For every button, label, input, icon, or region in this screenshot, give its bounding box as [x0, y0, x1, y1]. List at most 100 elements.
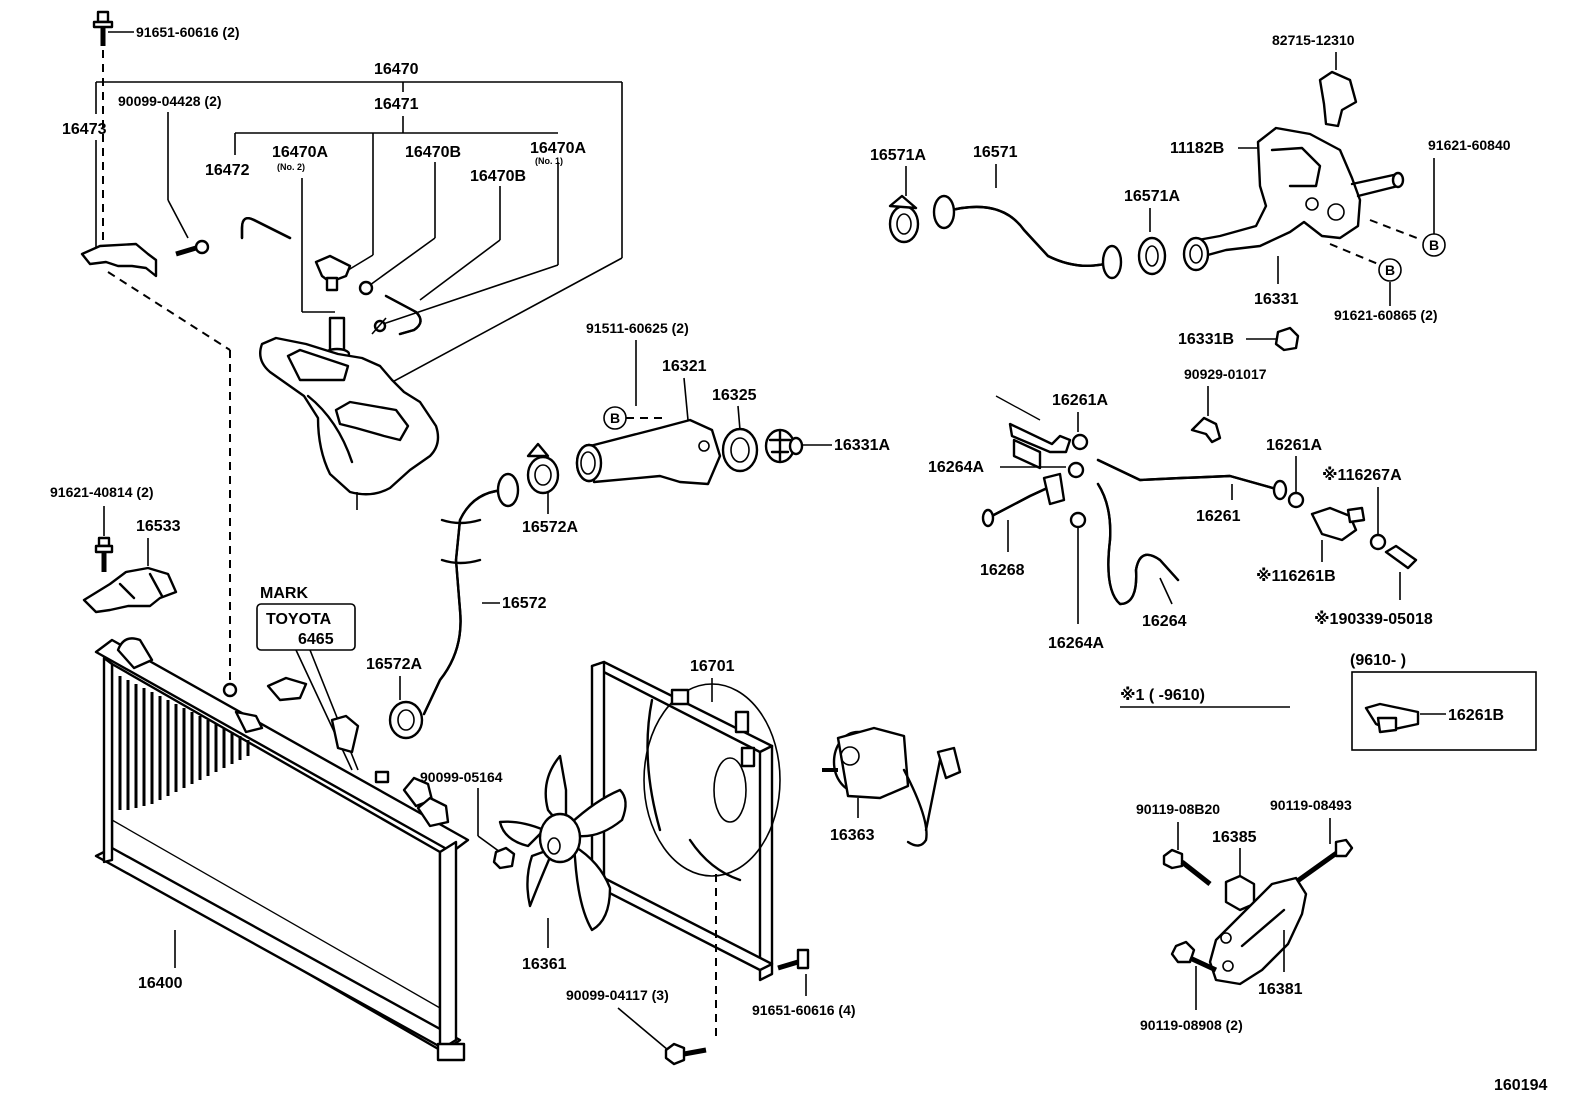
bracket-16533	[82, 566, 178, 614]
clip-16261A-a	[1071, 433, 1089, 451]
label-16264: 16264	[1142, 613, 1187, 630]
gasket-16325	[721, 427, 759, 473]
label-91651-60616-bottom: 91651-60616 (4)	[752, 1002, 856, 1018]
radiator-16400	[94, 637, 470, 1062]
inset-box	[1351, 671, 1537, 751]
label-16261B: 16261B	[1448, 707, 1504, 724]
hose-190339	[1384, 544, 1418, 570]
clip-16264A-a	[1067, 461, 1085, 479]
ref-B-center: B	[610, 410, 620, 426]
label-91511-60625: 91511-60625 (2)	[586, 320, 689, 336]
clip-16470A-no1	[371, 317, 387, 335]
bolt-91651-60616-bottom	[777, 948, 810, 971]
label-116267A: ※116267A	[1322, 466, 1402, 484]
clamp-16571A-a	[888, 194, 920, 244]
label-16470A-no1: 16470A	[530, 140, 586, 157]
label-inset-title: (9610- )	[1350, 652, 1406, 669]
label-11182B: 11182B	[1170, 140, 1224, 157]
ref-B-circle-right1	[1422, 233, 1446, 257]
bracket-16473	[80, 242, 158, 278]
plug-16331B	[1274, 326, 1300, 352]
ref-B-circle-right2	[1378, 258, 1402, 282]
ring-16470B-a	[358, 280, 374, 296]
label-no1: (No. 1)	[535, 156, 563, 166]
radiator-core-grille	[118, 676, 250, 810]
label-16470: 16470	[374, 61, 419, 78]
clip-16264A-b	[1069, 511, 1087, 529]
label-16331A: 16331A	[834, 437, 890, 454]
hose-16261	[1096, 458, 1282, 492]
label-16533: 16533	[136, 518, 181, 535]
thermostat-16331A	[764, 428, 804, 464]
label-16385: 16385	[1212, 829, 1257, 846]
clamp-16572A-a	[526, 442, 560, 495]
label-16701: 16701	[690, 658, 735, 675]
label-no2: (No. 2)	[277, 162, 305, 172]
label-90099-05164: 90099-05164	[420, 769, 503, 785]
bolt-90099-04117	[664, 1042, 707, 1066]
label-16325: 16325	[712, 387, 757, 404]
label-mark: MARK	[260, 585, 308, 602]
nut-90099-05164	[492, 846, 516, 870]
bolt-90119-08B20	[1162, 848, 1212, 886]
fan-16361	[498, 754, 627, 932]
clamp-82715-12310	[1318, 70, 1358, 128]
label-91651-60616-top: 91651-60616 (2)	[136, 24, 240, 40]
label-91621-60865: 91621-60865 (2)	[1334, 307, 1438, 323]
label-mark-toyota: TOYOTA	[266, 611, 332, 628]
clip-16261A-b	[1287, 491, 1305, 509]
label-16572: 16572	[502, 595, 547, 612]
label-16470B-b: 16470B	[470, 168, 526, 185]
label-82715-12310: 82715-12310	[1272, 32, 1355, 48]
clamp-16572A-b	[388, 700, 424, 740]
label-mark-6465: 6465	[298, 631, 334, 648]
label-16381: 16381	[1258, 981, 1303, 998]
label-16571: 16571	[973, 144, 1018, 161]
label-16361: 16361	[522, 956, 567, 973]
label-16268: 16268	[980, 562, 1025, 579]
diagram-id: 160194	[1494, 1077, 1547, 1094]
label-91621-60840: 91621-60840	[1428, 137, 1511, 153]
leader-group-16470	[95, 81, 623, 394]
label-16261A-a: 16261A	[1052, 392, 1108, 409]
label-90099-04117: 90099-04117 (3)	[566, 987, 669, 1003]
label-90929-01017: 90929-01017	[1184, 366, 1267, 382]
label-16261A-b: 16261A	[1266, 437, 1322, 454]
water-inlet-16331	[1182, 126, 1405, 272]
bolt-90119-08908	[1170, 940, 1218, 973]
hose-16571	[942, 205, 1114, 267]
label-16470B-a: 16470B	[405, 144, 461, 161]
label-16470A-no2: 16470A	[272, 144, 328, 161]
bolt-90119-08493	[1294, 838, 1354, 885]
label-16321: 16321	[662, 358, 707, 375]
label-16473: 16473	[62, 121, 107, 138]
label-90119-08908: 90119-08908 (2)	[1140, 1017, 1243, 1033]
label-91621-40814: 91621-40814 (2)	[50, 484, 154, 500]
label-16571A-b: 16571A	[1124, 188, 1180, 205]
label-16363: 16363	[830, 827, 875, 844]
label-16261: 16261	[1196, 508, 1241, 525]
label-16400: 16400	[138, 975, 183, 992]
bolt-91621-40814	[94, 506, 114, 572]
fan-motor-16363	[822, 726, 962, 847]
label-16264A-b: 16264A	[1048, 635, 1104, 652]
pipes-upper-left	[995, 395, 1072, 470]
label-16471: 16471	[374, 96, 419, 113]
water-outlet-16321	[575, 418, 722, 486]
screw-90099-04428	[175, 239, 210, 257]
label-190339: ※190339-05018	[1314, 610, 1433, 628]
fitting-116261B	[1310, 506, 1366, 542]
label-90099-04428: 90099-04428 (2)	[118, 93, 222, 109]
label-90119-08493: 90119-08493	[1270, 797, 1352, 813]
clamp-16571A-b	[1137, 236, 1167, 276]
top-bolt-91651	[92, 10, 134, 46]
reservoir-tank	[259, 316, 440, 510]
label-16572A-b: 16572A	[366, 656, 422, 673]
label-note-1: ※1 ( -9610)	[1120, 686, 1205, 704]
label-16331: 16331	[1254, 291, 1299, 308]
label-16571A-a: 16571A	[870, 147, 926, 164]
clip-116267A	[1369, 533, 1387, 551]
label-16331B: 16331B	[1178, 331, 1234, 348]
cap-16470A-no2	[314, 254, 352, 292]
